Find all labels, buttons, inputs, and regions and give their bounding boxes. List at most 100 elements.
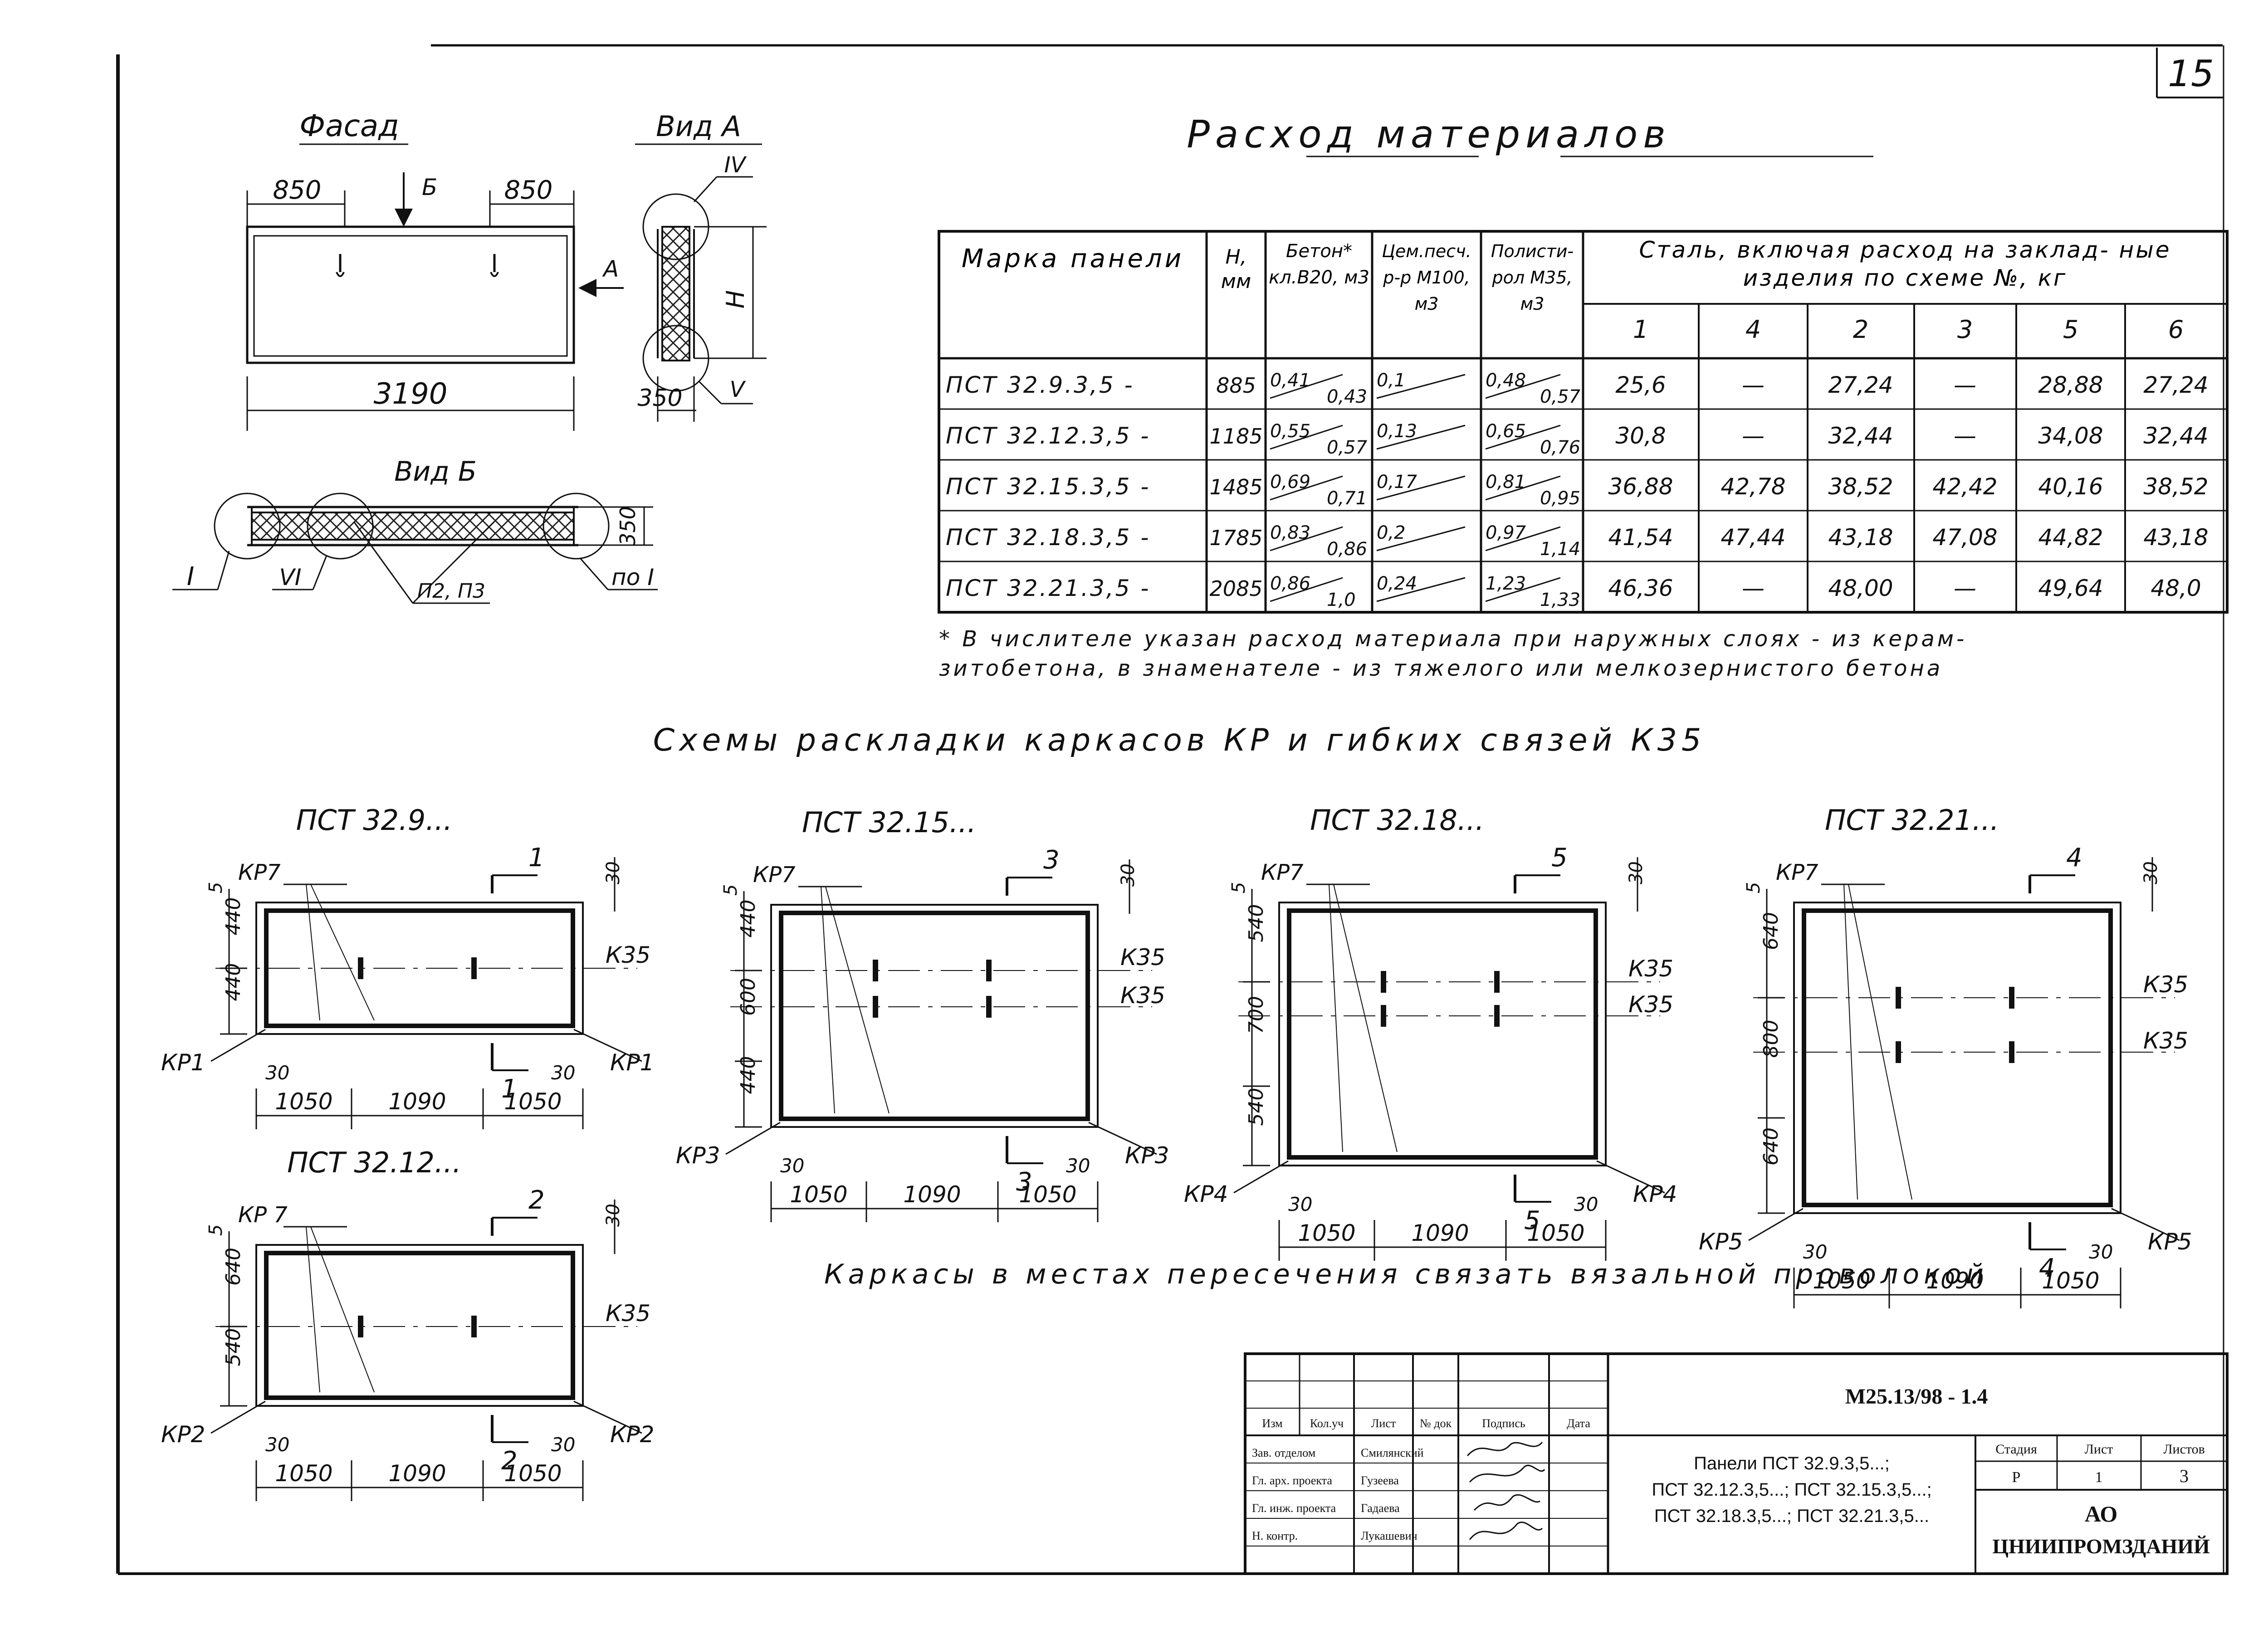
dim-30-right: 30 <box>2089 1241 2113 1263</box>
sheet-label: Лист <box>2085 1442 2113 1457</box>
view-b-label-p: П2, П3 <box>417 580 485 603</box>
row-steel-5: 34,08 <box>2038 423 2103 449</box>
dim-30-top: 30 <box>603 1204 624 1227</box>
row-concrete-num: 0,55 <box>1270 421 1310 442</box>
row-steel-5: 44,82 <box>2038 524 2103 551</box>
signatory-role: Гл. инж. проекта <box>1252 1502 1336 1515</box>
view-b-title: Вид Б <box>394 456 477 488</box>
frame-kr7-label: КР7 <box>238 860 281 885</box>
frame-right-label: КР4 <box>1633 1181 1677 1207</box>
scheme-title: ПСТ 32.21... <box>1825 804 1999 837</box>
dim-v-3: 640 <box>1760 1127 1783 1166</box>
dim-30-top: 30 <box>1118 863 1139 887</box>
facade-arrow-a: А <box>602 256 619 282</box>
row-mark: ПСТ 32.21.3,5 - <box>946 575 1150 601</box>
facade-dim-left: 850 <box>273 176 322 205</box>
dim-h-2: 1090 <box>903 1181 961 1208</box>
section-mark-bottom: 5 <box>1524 1206 1540 1235</box>
row-steel-2: 43,18 <box>1828 524 1893 551</box>
row-steel-2: 27,24 <box>1828 372 1893 398</box>
dim-v-top: 5 <box>205 882 226 893</box>
dim-v-3: 540 <box>1245 1088 1268 1126</box>
view-a-dim-350: 350 <box>637 385 682 412</box>
view-a: Вид А IV V Н 350 <box>635 110 767 422</box>
row-mark: ПСТ 32.18.3,5 - <box>946 524 1150 551</box>
view-a-label-v: V <box>730 377 746 402</box>
dim-30-right: 30 <box>551 1062 575 1084</box>
dim-v-1: 640 <box>1760 912 1783 950</box>
col-doc: № док <box>1420 1417 1452 1430</box>
frame-right-label: КР3 <box>1125 1142 1169 1169</box>
scheme-title: ПСТ 32.18... <box>1310 804 1484 837</box>
k35-label: К35 <box>1120 982 1165 1009</box>
k35-label: К35 <box>606 942 650 968</box>
row-mortar: 0,1 <box>1377 370 1406 391</box>
row-steel-3: 47,08 <box>1932 524 1997 551</box>
view-b: Вид Б 350 I VI П2, П3 по I <box>172 456 658 604</box>
frame-left-label: КР2 <box>161 1421 205 1448</box>
header-polystyrene: Полисти- рол М35, м3 <box>1491 241 1574 314</box>
col-izm: Изм <box>1262 1417 1282 1430</box>
dim-30-left: 30 <box>265 1434 289 1456</box>
k35-label: К35 <box>1628 991 1673 1018</box>
steel-col-4: 4 <box>1745 315 1761 344</box>
dim-30-left: 30 <box>265 1062 289 1084</box>
row-steel-5: 49,64 <box>2038 575 2103 601</box>
row-steel-4: 42,78 <box>1721 473 1785 500</box>
dim-h-2: 1090 <box>388 1088 446 1115</box>
row-poly-den: 0,76 <box>1540 437 1580 458</box>
row-steel-3: — <box>1954 423 1976 449</box>
row-steel-3: — <box>1954 575 1976 601</box>
view-a-label-iv: IV <box>724 152 747 178</box>
row-steel-6: 38,52 <box>2143 473 2208 500</box>
dim-h-3: 1050 <box>1019 1181 1076 1208</box>
facade-panel-outline <box>246 225 575 364</box>
title-block: М25.13/98 - 1.4 Изм Кол.уч Лист № док По… <box>1244 1352 2229 1575</box>
signatory-name: Гузеева <box>1361 1474 1399 1487</box>
dim-v-2: 440 <box>222 963 245 1001</box>
schemes-title: Схемы раскладки каркасов КР и гибких свя… <box>653 722 1706 758</box>
row-poly-den: 0,95 <box>1540 488 1580 509</box>
org-line-2: ЦНИИПРОМЗДАНИЙ <box>1992 1535 2210 1558</box>
row-steel-1: 30,8 <box>1615 423 1666 449</box>
dim-h-3: 1050 <box>2042 1268 2099 1294</box>
row-steel-4: — <box>1742 372 1765 398</box>
k35-label: К35 <box>606 1300 650 1327</box>
materials-title: Расход материалов <box>1187 112 1671 156</box>
section-mark-top: 2 <box>528 1185 545 1215</box>
dim-h-1: 1050 <box>275 1460 332 1487</box>
row-steel-6: 48,0 <box>2151 575 2201 601</box>
sheet-number: 15 <box>2168 53 2214 95</box>
section-mark-bottom: 3 <box>1016 1167 1032 1197</box>
row-mark: ПСТ 32.9.3,5 - <box>946 372 1134 398</box>
header-mark: Марка панели <box>961 245 1184 273</box>
view-a-title: Вид А <box>656 110 741 143</box>
stage-label: Стадия <box>1995 1442 2037 1457</box>
dim-v-top: 5 <box>1743 882 1764 893</box>
row-steel-6: 43,18 <box>2143 524 2208 551</box>
org-line-1: АО <box>2085 1501 2118 1527</box>
row-steel-6: 32,44 <box>2143 423 2208 449</box>
dim-v-1: 440 <box>222 897 245 936</box>
steel-col-2: 2 <box>1853 315 1868 344</box>
row-steel-1: 25,6 <box>1615 372 1666 398</box>
dim-h-1: 1050 <box>1298 1220 1355 1246</box>
dim-v-3: 440 <box>737 1056 760 1094</box>
view-a-dim-h: Н <box>721 290 750 309</box>
frame-kr7-label: КР7 <box>1776 860 1818 885</box>
row-h: 885 <box>1216 373 1256 398</box>
desc-line-1: Панели ПСТ 32.9.3,5...; <box>1694 1454 1890 1473</box>
row-mortar: 0,24 <box>1377 573 1417 594</box>
frame-kr7-label: КР7 <box>753 862 796 888</box>
dim-30-left: 30 <box>1288 1193 1312 1215</box>
sheets-label: Листов <box>2163 1442 2205 1457</box>
dim-h-3: 1050 <box>1527 1220 1584 1246</box>
signatory-role: Н. контр. <box>1252 1529 1298 1542</box>
row-steel-1: 41,54 <box>1608 524 1673 551</box>
row-h: 2085 <box>1209 576 1262 601</box>
row-steel-2: 32,44 <box>1828 423 1893 449</box>
